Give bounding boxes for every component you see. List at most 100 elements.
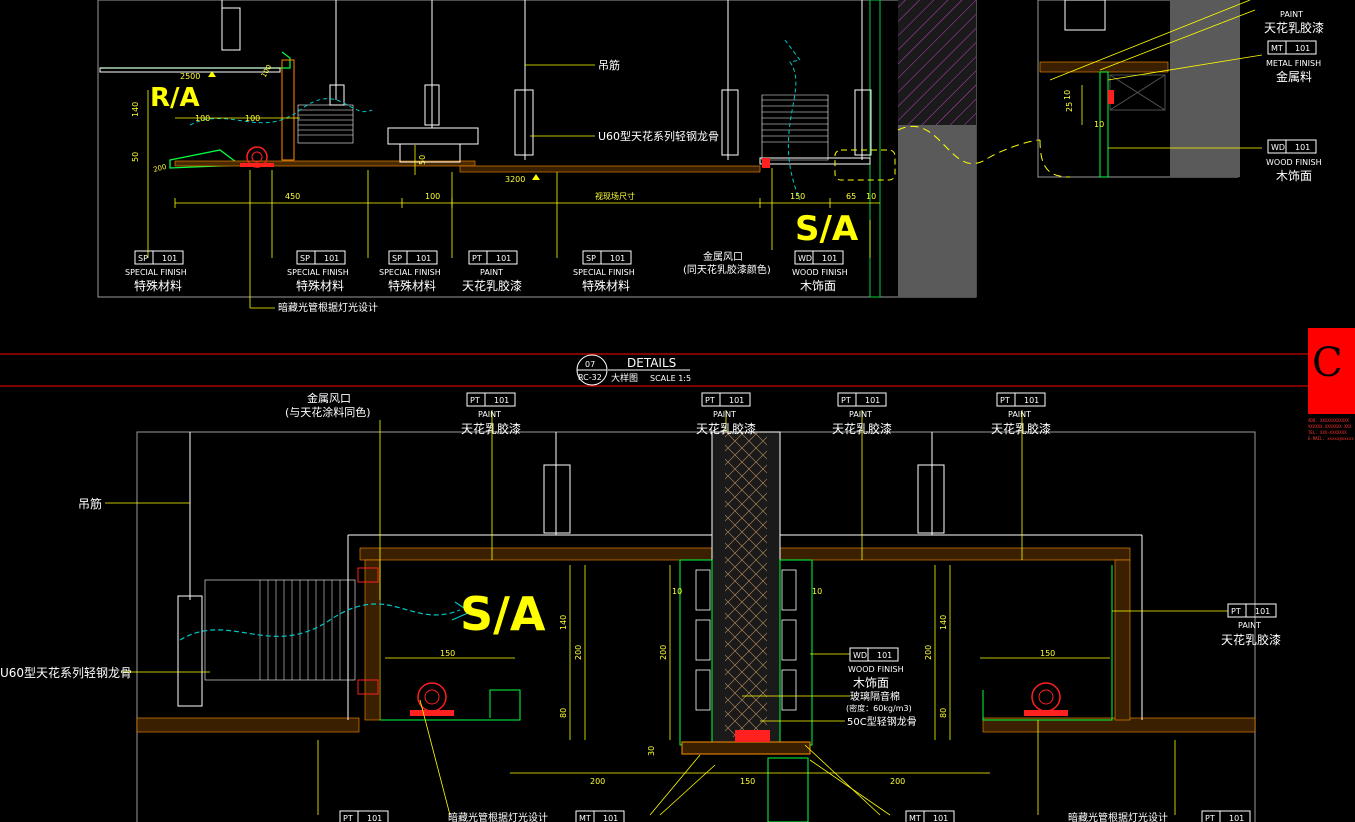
svg-text:天花乳胶漆: 天花乳胶漆 [1221,632,1281,647]
svg-text:SPECIAL FINISH: SPECIAL FINISH [573,268,635,277]
svg-text:天花乳胶漆: 天花乳胶漆 [462,278,522,293]
bottom-section-drawing: S/A 150 150 140 140 200 200 200 80 80 10… [0,391,1281,822]
dim-25: 25 [1065,102,1074,112]
dim-80-b: 80 [939,708,948,718]
level-mark-a: 2500 [180,72,200,81]
svg-text:SP: SP [138,254,148,263]
svg-text:PAINT: PAINT [849,410,872,419]
dim-200-b: 200 [659,645,668,660]
dim-200-e: 200 [890,777,905,786]
section-mark-ra: R/A [150,83,200,113]
svg-text:101: 101 [1255,607,1270,616]
svg-text:PAINT: PAINT [480,268,503,277]
svg-text:SP: SP [586,254,596,263]
bottom-air-duct [179,567,472,695]
detail-number: 07 [585,360,595,369]
detail-subtitle: 大样图 [611,372,638,384]
bottom-vent-note: (与天花涂料同色) [285,405,371,419]
top-hanger-rods [221,0,872,160]
density-label: (密度：60kg/m3) [846,703,912,713]
svg-text:PT: PT [472,254,482,263]
svg-text:特殊材料: 特殊材料 [582,278,630,293]
corner-badge-letter: C [1312,340,1343,386]
corner-fine-print: ADD. XXXXXXXXXXXX XXXXXX XXXXXXX XXX TEL… [1308,418,1354,441]
vent-title: 金属风口 [703,250,743,263]
bottom-drawing-frame [136,431,1256,822]
svg-text:PAINT: PAINT [1238,621,1261,630]
light-note: 暗藏光管根据灯光设计 [278,301,378,314]
top-dimension-lines [147,90,880,208]
svg-text:SP: SP [392,254,402,263]
svg-text:101: 101 [494,396,509,405]
svg-text:天花乳胶漆: 天花乳胶漆 [832,421,892,436]
top-drawing-frame [97,0,977,298]
svg-text:SPECIAL FINISH: SPECIAL FINISH [379,268,441,277]
detail-scale: SCALE 1:5 [650,374,691,383]
svg-text:天花乳胶漆: 天花乳胶漆 [461,421,521,436]
svg-text:MT: MT [909,814,921,822]
top-wall-hatch [898,0,976,125]
dim-150: 150 [790,192,805,201]
section-mark-sa: S/A [795,209,859,249]
svg-text:WOOD FINISH: WOOD FINISH [848,665,904,674]
svg-text:101: 101 [729,396,744,405]
dim-450: 450 [285,192,300,201]
svg-text:SPECIAL FINISH: SPECIAL FINISH [287,268,349,277]
dim-140-a: 140 [559,615,568,630]
bottom-keel-label: U60型天花系列轻钢龙骨 [0,665,132,680]
dim-150-c: 150 [740,777,755,786]
dim-140: 140 [131,102,140,117]
sheet-corner-badge: C [1308,328,1355,414]
dim-150-a: 150 [440,649,455,658]
dim-140-b: 140 [939,615,948,630]
dim-100-d: 100 [260,63,274,79]
top-light-pipe [240,146,274,168]
dim-65: 65 [846,192,856,201]
dim-10-right: 10 [1063,90,1072,100]
bottom-light-pipes [410,682,1068,716]
svg-text:101: 101 [1295,44,1310,53]
svg-text:101: 101 [877,651,892,660]
detail-title: DETAILS [627,356,676,370]
dim-200: 200 [152,163,167,174]
top-leader-lines [147,64,871,309]
svg-text:SP: SP [300,254,310,263]
bottom-dimension-lines [385,565,1110,774]
svg-text:101: 101 [865,396,880,405]
level-mark-b: 3200 [505,175,525,184]
svg-text:SPECIAL FINISH: SPECIAL FINISH [125,268,187,277]
svg-text:木饰面: 木饰面 [1276,169,1312,183]
svg-text:特殊材料: 特殊材料 [388,278,436,293]
hanger-label: 吊筋 [598,58,620,72]
stud-label: 50C型轻钢龙骨 [847,715,917,728]
svg-text:PT: PT [1205,814,1215,822]
svg-text:101: 101 [610,254,625,263]
svg-text:PAINT: PAINT [1008,410,1031,419]
dim-50: 50 [131,152,140,162]
svg-text:MT: MT [579,814,591,822]
svg-text:101: 101 [822,254,837,263]
dim-150-b: 150 [1040,649,1055,658]
svg-text:PAINT: PAINT [478,410,501,419]
svg-text:101: 101 [324,254,339,263]
svg-text:木饰面: 木饰面 [800,279,836,293]
details-title-block: 07 RC-32 DETAILS 大样图 SCALE 1:5 [0,353,1308,387]
detail-sheet: RC-32 [578,373,602,382]
bottom-vent-title: 金属风口 [307,391,351,405]
svg-text:PT: PT [470,396,480,405]
svg-text:101: 101 [496,254,511,263]
svg-text:PT: PT [705,396,715,405]
dim-100-b: 100 [245,114,260,123]
